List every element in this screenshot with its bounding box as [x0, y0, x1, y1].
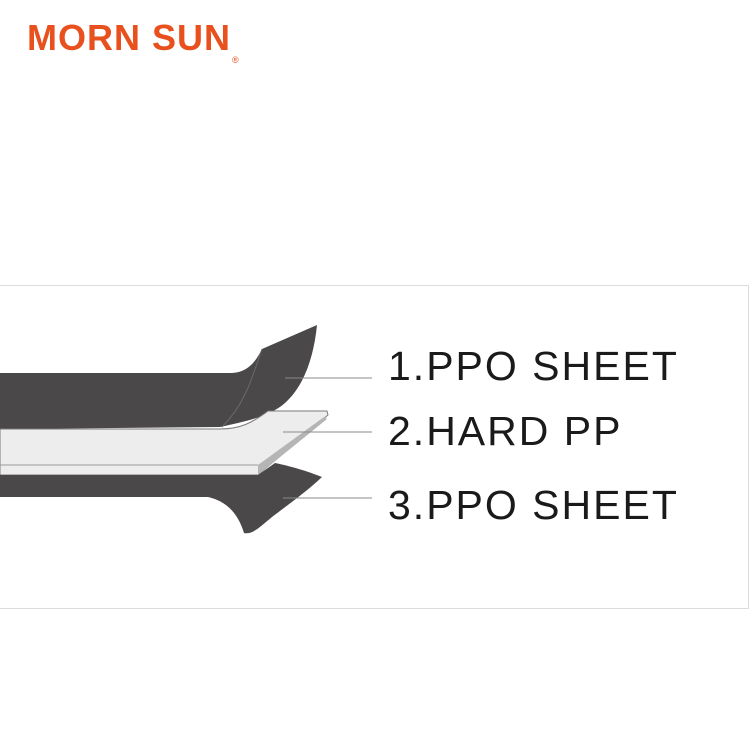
ppo-sheet-bottom-layer: [0, 463, 322, 534]
ppo-sheet-top-layer: [0, 325, 317, 429]
layer-label-3: 3.PPO SHEET: [388, 482, 679, 528]
layer-label-2: 2.HARD PP: [388, 408, 623, 454]
logo-text: MORN SUN: [27, 17, 231, 58]
registered-mark: ®: [232, 55, 240, 65]
diagram-panel: [0, 285, 749, 609]
brand-logo: MORN SUN®: [27, 17, 239, 66]
ppo-sheet-top-edge: [221, 348, 263, 428]
layer-stack-illustration: [0, 325, 372, 534]
layer-label-1: 1.PPO SHEET: [388, 343, 679, 389]
